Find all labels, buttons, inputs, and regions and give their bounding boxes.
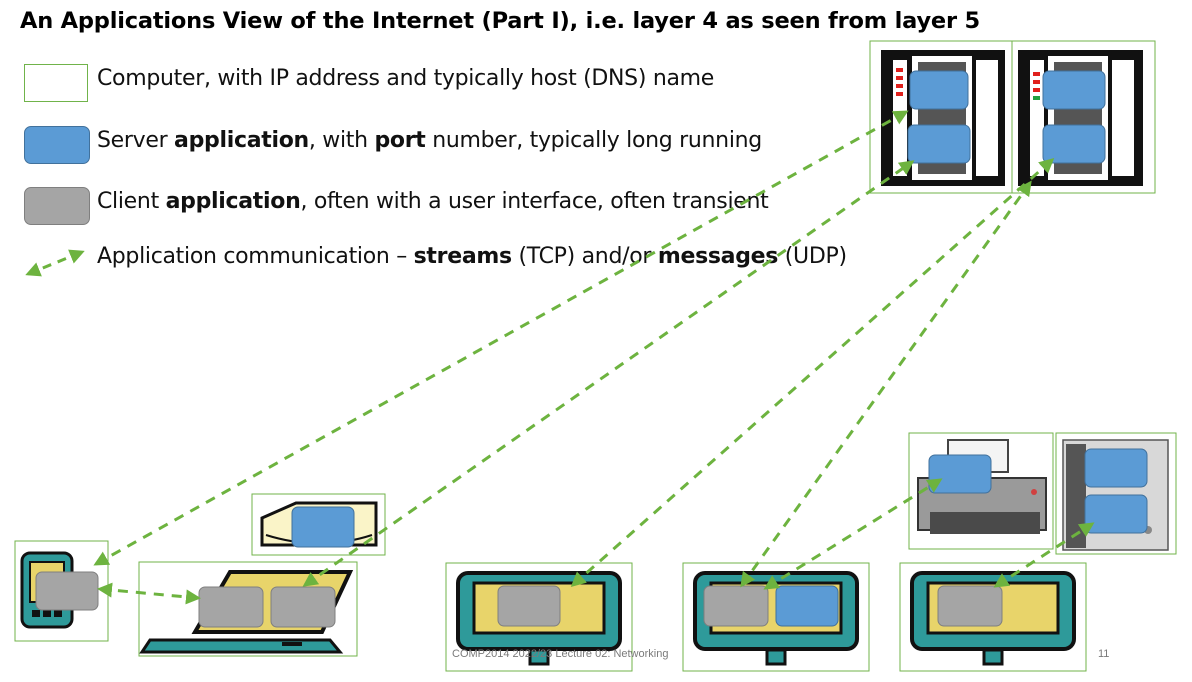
client-application-icon — [198, 586, 264, 628]
computer-swatch-icon — [24, 64, 88, 102]
client-application-icon — [703, 585, 769, 627]
scanner-device — [251, 493, 386, 556]
legend-arrow-icon — [25, 249, 85, 277]
laptop-device — [138, 561, 358, 657]
client-app-swatch-icon — [24, 187, 90, 225]
page-number: 11 — [1098, 648, 1110, 660]
server-application-icon — [1042, 124, 1106, 164]
server-application-icon — [909, 70, 969, 110]
client-application-icon — [937, 585, 1003, 627]
client-application-icon — [497, 585, 561, 627]
client-application-icon — [270, 586, 336, 628]
monitor-device-2 — [682, 562, 870, 672]
client-application-icon — [35, 571, 99, 611]
legend-computer-text: Computer, with IP address and typically … — [97, 66, 715, 91]
arrow-laptop-server — [302, 160, 915, 587]
server-rack-left — [869, 40, 1016, 194]
page-title: An Applications View of the Internet (Pa… — [20, 8, 980, 34]
server-application-icon — [775, 585, 839, 627]
arrow-tablet-server — [93, 110, 909, 566]
arrow-monitor2-printer — [763, 478, 943, 590]
monitor-device-3 — [899, 562, 1087, 672]
communication-arrows — [93, 110, 1095, 605]
tablet-device — [14, 540, 109, 642]
server-application-icon — [928, 454, 992, 494]
arrow-monitor3-tower — [993, 522, 1095, 588]
server-application-icon — [291, 506, 355, 548]
server-application-icon — [1042, 70, 1106, 110]
server-app-swatch-icon — [24, 126, 90, 164]
footer-text: COMP2014 2022/23 Lecture 02: Networking — [452, 648, 669, 660]
printer-device — [908, 432, 1054, 550]
server-application-icon — [907, 124, 971, 164]
server-application-icon — [1084, 494, 1148, 534]
server-application-icon — [1084, 448, 1148, 488]
server-rack-right — [1011, 40, 1156, 194]
